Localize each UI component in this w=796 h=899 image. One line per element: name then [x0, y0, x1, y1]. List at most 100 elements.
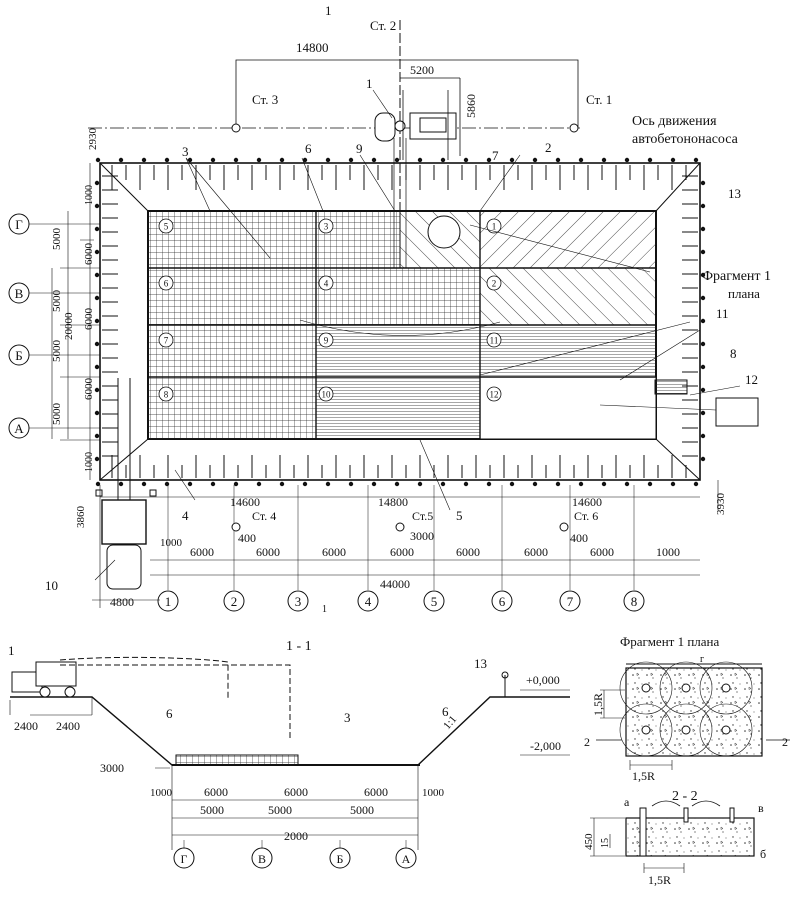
dim-400-right: 400 [570, 531, 588, 545]
axis-col-3 [287, 590, 309, 612]
axis-row-1 [8, 282, 30, 304]
callout-1: 1 [366, 76, 373, 91]
col-dim: 6000 [590, 545, 614, 559]
callout-9: 9 [356, 141, 363, 156]
axis-col-7 [559, 590, 581, 612]
cell-6-number: 6 [164, 279, 169, 289]
axis-col-label: 5 [431, 594, 438, 609]
cut22-title: 2 - 2 [672, 789, 698, 804]
dim-left-5000-b: 5000 [51, 290, 63, 313]
station-4-label: Ст. 4 [252, 509, 276, 523]
cell-7-marker [158, 332, 174, 348]
slope-hatching [102, 165, 698, 478]
fragment-label-1: Фрагмент 1 [702, 269, 771, 284]
station-3-marker [231, 123, 241, 133]
cell-10 [315, 376, 481, 440]
dim-5000-s1: 5000 [200, 803, 224, 817]
cut22-dim-15: 15 [600, 838, 611, 848]
axis-col-2 [223, 590, 245, 612]
sec-callout-13: 13 [474, 656, 487, 671]
callout-2: 2 [545, 140, 552, 155]
axis-col-label: 2 [231, 594, 238, 609]
cut22-label-v: в [758, 801, 764, 815]
station-5-label: Ст.5 [412, 509, 433, 523]
dim-3000: 3000 [410, 529, 434, 543]
axis-col-label: 1 [165, 594, 172, 609]
dim-left-1000-bottom: 1000 [84, 452, 95, 472]
cells-9-11 [315, 324, 657, 378]
axis-col-5 [423, 590, 445, 612]
sec-callout-3: 3 [344, 710, 351, 725]
axis-col-4 [357, 590, 379, 612]
axis-row-3 [8, 417, 30, 439]
axis-col-label: 6 [499, 594, 506, 609]
callout-8: 8 [730, 346, 737, 361]
axis-row-label: Г [15, 217, 23, 232]
col-dim: 6000 [390, 545, 414, 559]
section-axis [395, 847, 417, 869]
dim-3000-section: 3000 [100, 761, 124, 775]
section-axis [251, 847, 273, 869]
callout-12: 12 [745, 372, 758, 387]
axis-col-6 [491, 590, 513, 612]
dim-5860: 5860 [464, 94, 478, 118]
station-1-label: Ст. 1 [586, 92, 612, 107]
cell-11-number: 11 [490, 336, 499, 346]
dim-1000-s1: 1000 [150, 787, 173, 799]
cell-10-marker [318, 386, 334, 402]
item-8 [654, 379, 688, 395]
col-dim: 1000 [656, 545, 680, 559]
axis-col-label: 7 [567, 594, 574, 609]
cell-12-marker [486, 386, 502, 402]
section-axis-label: Б [337, 852, 344, 866]
vibrator-position-icon [681, 683, 691, 693]
station-marker [395, 522, 405, 532]
dim-1000-s2: 1000 [422, 787, 445, 799]
cut-mark-right: 2 [782, 735, 788, 749]
dim-4800: 4800 [110, 595, 134, 609]
cell-8-number: 8 [164, 390, 169, 400]
dim-5000-s2: 5000 [268, 803, 292, 817]
dim-2930: 2930 [87, 128, 99, 151]
dim-6000-s2: 6000 [284, 785, 308, 799]
cut22-dim-15r: 1,5R [648, 873, 671, 887]
cell-6-marker [158, 275, 174, 291]
station-6-label: Ст. 6 [574, 509, 598, 523]
fragment-dim-v: 1,5R [591, 693, 605, 716]
axis-row-label: А [14, 421, 24, 436]
sec-callout-1: 1 [8, 643, 15, 658]
dim-3930: 3930 [715, 493, 727, 516]
callout-4: 4 [182, 508, 189, 523]
dim-left-6000-c: 6000 [83, 378, 95, 401]
fragment-mark-g: г [700, 654, 704, 665]
fence [94, 157, 706, 487]
dim-5200: 5200 [410, 63, 434, 77]
cell-10-number: 10 [322, 390, 332, 400]
pump-axis-label-1: Ось движения [632, 114, 717, 129]
section-axis [173, 847, 195, 869]
callout-6: 6 [305, 141, 312, 156]
cut22-label-a: а [624, 795, 630, 809]
dim-left-5000-d: 5000 [51, 403, 63, 426]
cell-12 [479, 376, 657, 440]
dim-14600-left: 14600 [230, 495, 260, 509]
dim-left-6000-b: 6000 [83, 308, 95, 331]
section-mark-top: 1 [325, 3, 332, 18]
dim-left-20000: 20000 [63, 312, 75, 340]
mesh-layer [175, 754, 299, 766]
section-mark-bottom: 1 [322, 604, 327, 615]
callout-7: 7 [492, 148, 499, 163]
cell-12-number: 12 [490, 390, 499, 400]
axis-row-label: В [15, 286, 24, 301]
dim-6000-s1: 6000 [204, 785, 228, 799]
cell-4 [315, 267, 481, 326]
vibrator-position-icon [721, 725, 731, 735]
dim-14600-right: 14600 [572, 495, 602, 509]
axis-col-label: 3 [295, 594, 302, 609]
